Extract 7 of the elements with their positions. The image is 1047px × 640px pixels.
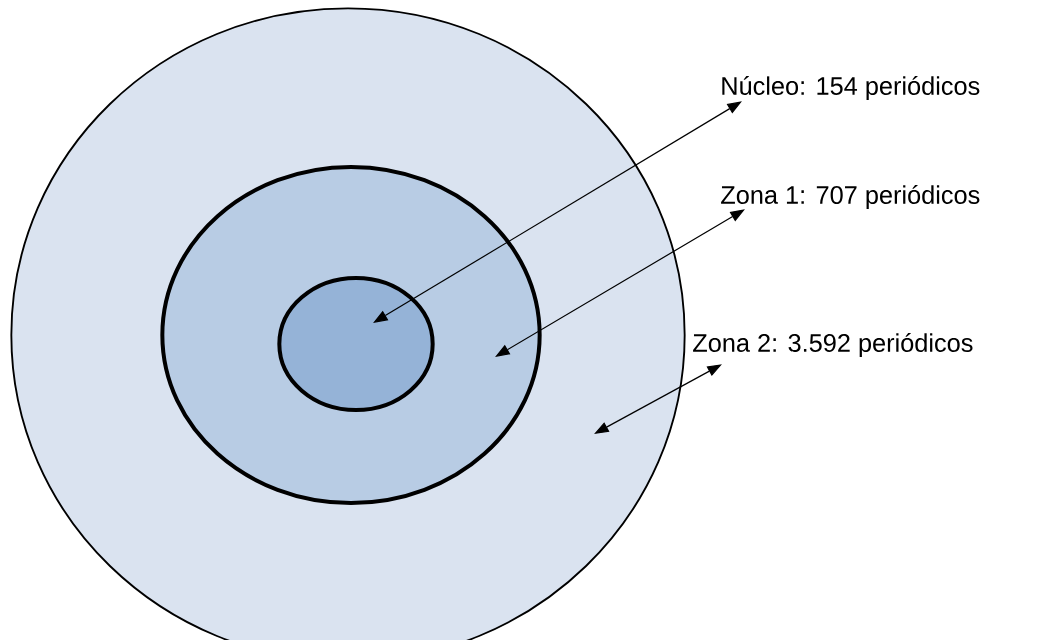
arrow (495, 209, 745, 357)
zone-label: Núcleo: 154 periódicos (722, 76, 980, 100)
zone-label: Zona 2: 3.592 periódicos (693, 333, 973, 357)
arrow (594, 364, 722, 434)
arrow (373, 101, 742, 323)
zone-ellipse (277, 276, 435, 412)
zone-label: Zona 1: 707 periódicos (721, 185, 980, 209)
